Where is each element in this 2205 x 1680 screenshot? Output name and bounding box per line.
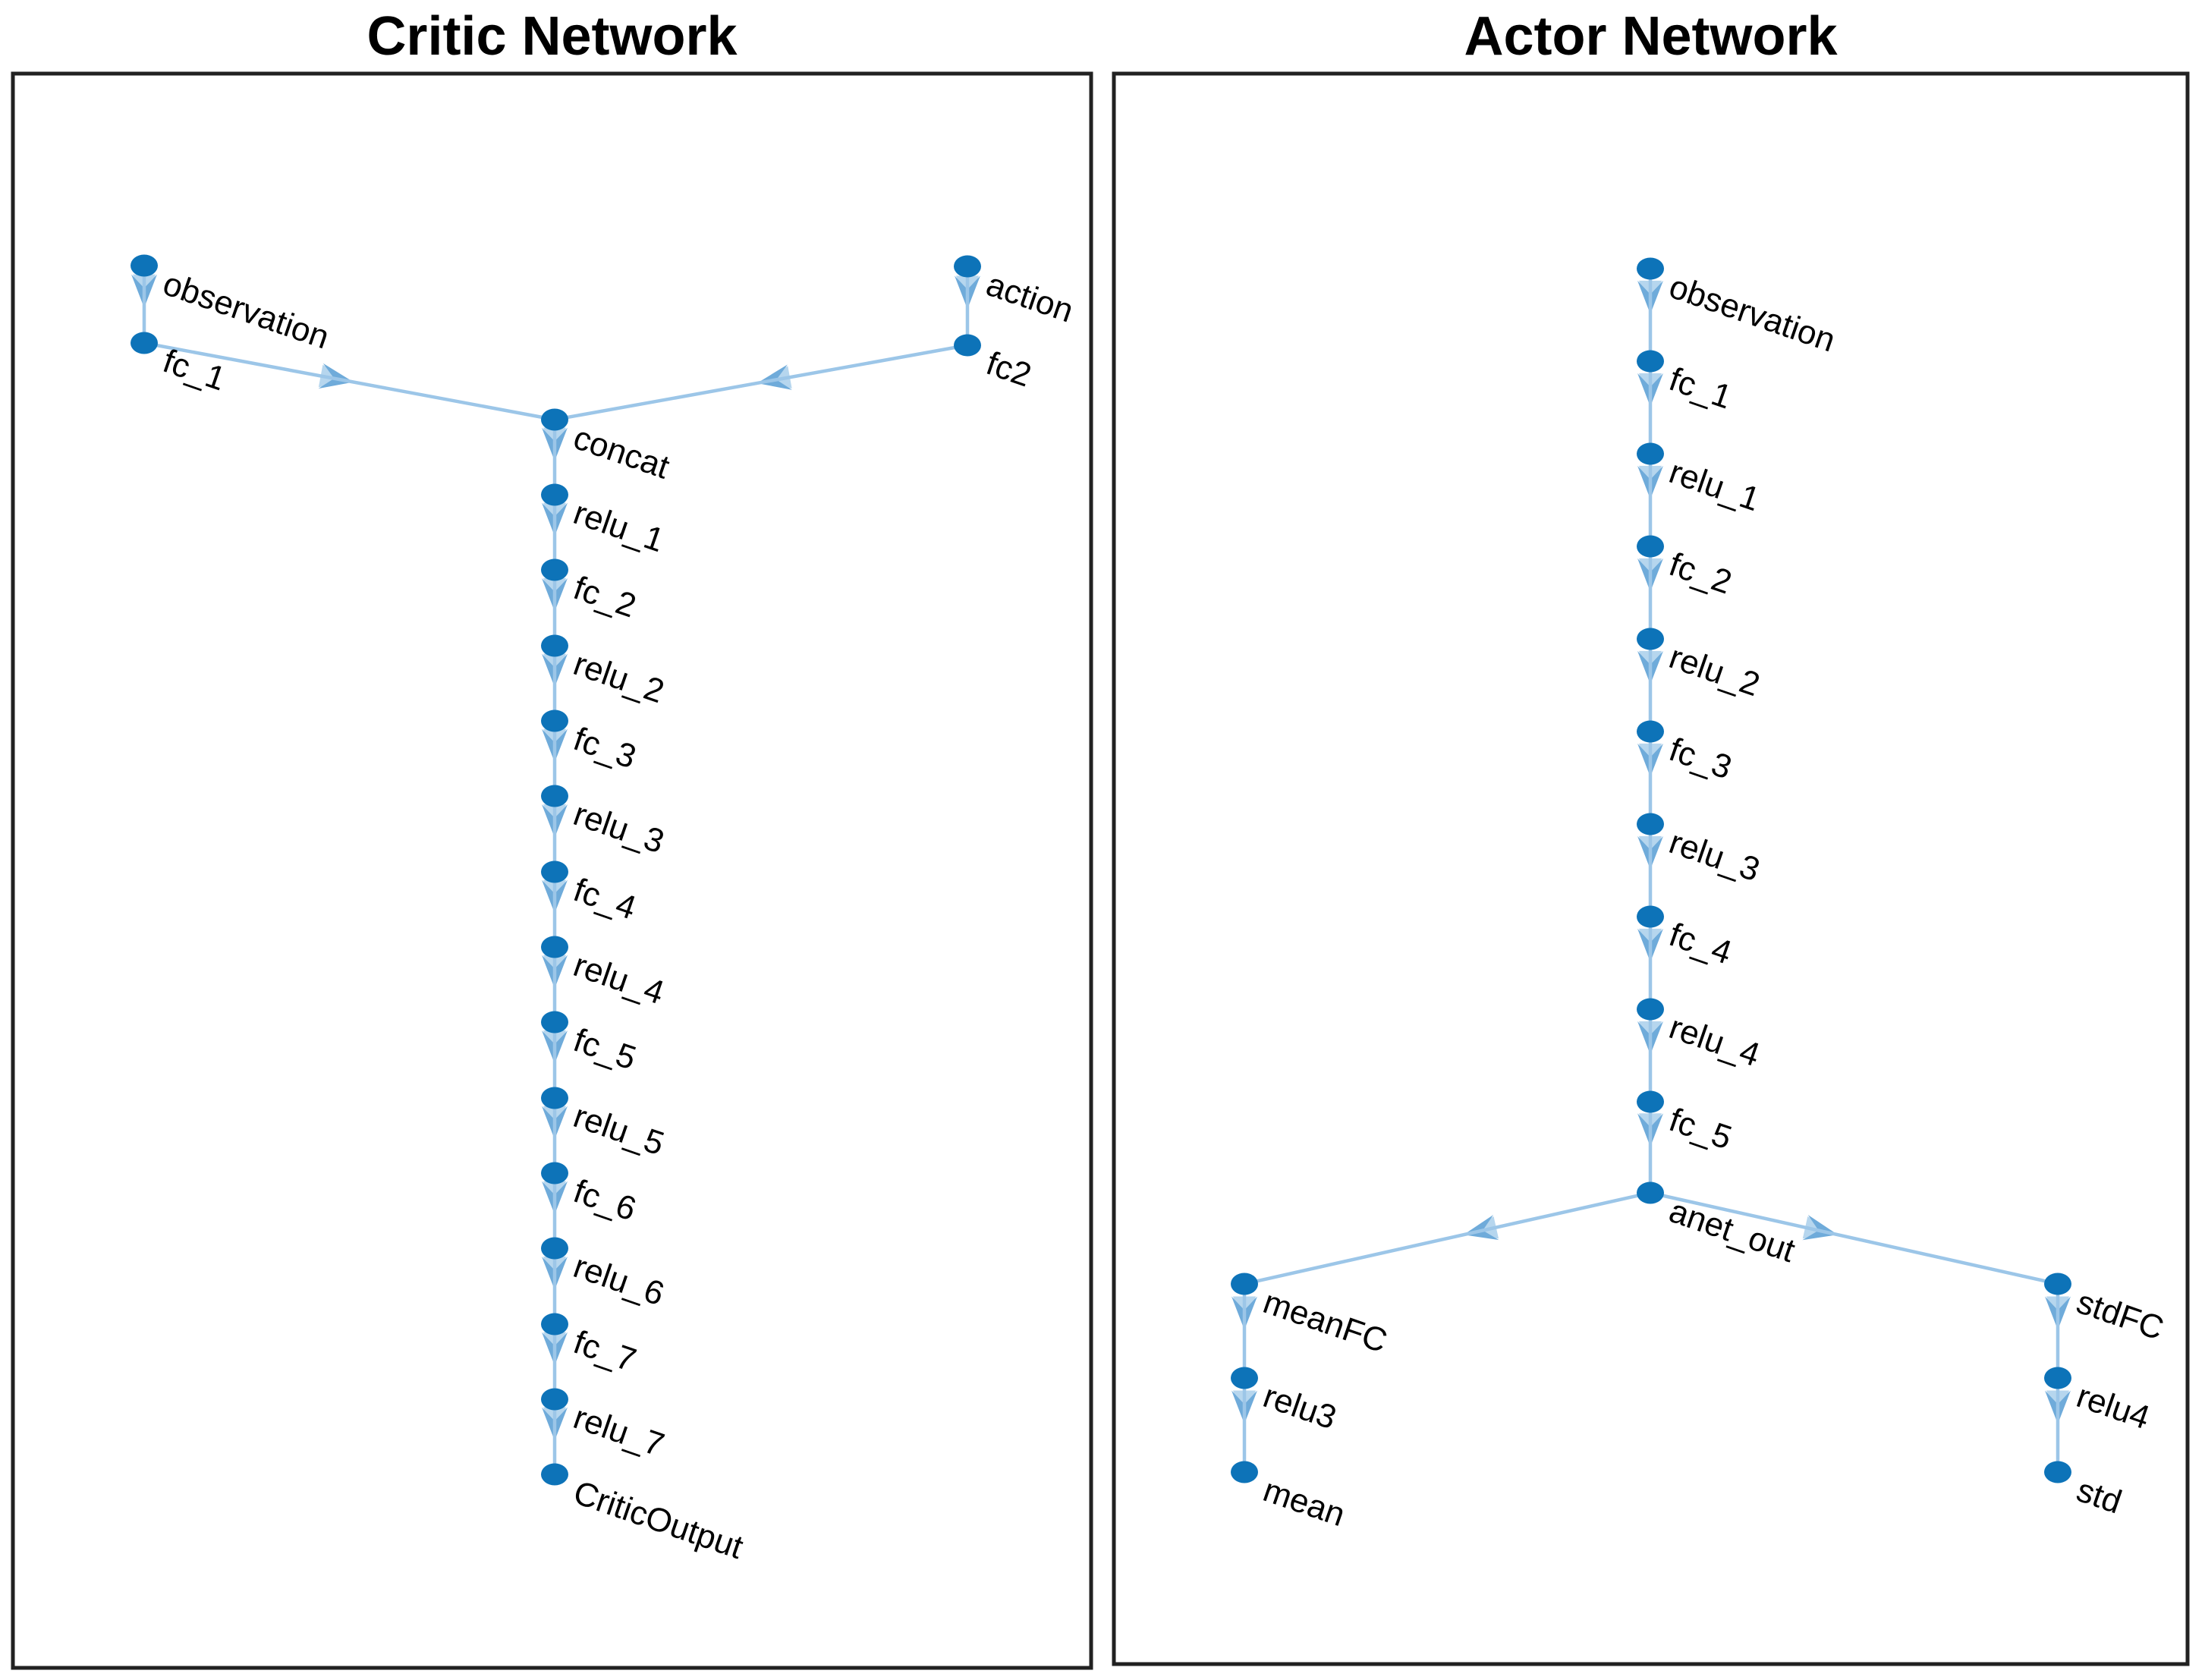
node-relu_7 bbox=[541, 1388, 568, 1411]
node-label-relu_1: relu_1 bbox=[1665, 453, 1765, 518]
node-label-relu_4: relu_4 bbox=[1665, 1008, 1765, 1074]
edge-fc_1-concat bbox=[143, 341, 555, 422]
edge-anet_out-stdFC bbox=[1650, 1191, 2059, 1286]
node-label-fc_3: fc_3 bbox=[1665, 731, 1737, 786]
node-label-relu_5: relu_5 bbox=[569, 1097, 669, 1162]
node-relu_3 bbox=[541, 785, 568, 807]
node-label-stdFC: stdFC bbox=[2072, 1283, 2169, 1348]
node-relu_2 bbox=[541, 634, 568, 657]
node-fc2 bbox=[954, 334, 981, 357]
critic-panel-box bbox=[11, 71, 1093, 1670]
node-relu_1 bbox=[541, 483, 568, 506]
node-relu3 bbox=[1231, 1367, 1258, 1389]
node-relu_4 bbox=[1637, 998, 1664, 1021]
node-relu_4 bbox=[541, 936, 568, 958]
node-fc_1 bbox=[1637, 350, 1664, 373]
critic-panel-title: Critic Network bbox=[366, 6, 738, 67]
edge-anet_out-meanFC bbox=[1244, 1191, 1651, 1286]
node-label-anet_out: anet_out bbox=[1665, 1192, 1800, 1269]
node-label-relu_6: relu_6 bbox=[569, 1247, 669, 1313]
node-fc_3 bbox=[541, 709, 568, 732]
node-label-fc_5: fc_5 bbox=[1665, 1101, 1737, 1156]
node-label-fc_1: fc_1 bbox=[159, 342, 231, 398]
node-fc_4 bbox=[1637, 905, 1664, 928]
node-label-meanFC: meanFC bbox=[1259, 1283, 1392, 1360]
node-anet_out bbox=[1637, 1181, 1664, 1204]
node-relu4 bbox=[2044, 1367, 2071, 1389]
actor-panel-box bbox=[1112, 71, 2190, 1666]
node-label-fc_7: fc_7 bbox=[569, 1323, 641, 1379]
node-label-relu_4: relu_4 bbox=[569, 946, 669, 1011]
node-label-action: action bbox=[982, 266, 1078, 330]
node-label-fc_2: fc_2 bbox=[569, 569, 641, 624]
node-label-fc_2: fc_2 bbox=[1665, 546, 1737, 601]
node-label-std: std bbox=[2072, 1471, 2126, 1521]
node-label-relu_2: relu_2 bbox=[569, 645, 669, 710]
node-fc_5 bbox=[541, 1011, 568, 1033]
node-relu_1 bbox=[1637, 442, 1664, 465]
node-label-relu4: relu4 bbox=[2072, 1377, 2154, 1436]
node-observation bbox=[1637, 257, 1664, 280]
node-fc_2 bbox=[1637, 535, 1664, 558]
node-fc_4 bbox=[541, 860, 568, 883]
node-fc_5 bbox=[1637, 1090, 1664, 1113]
node-label-relu_1: relu_1 bbox=[569, 494, 669, 559]
node-label-relu_3: relu_3 bbox=[1665, 823, 1765, 889]
node-relu_3 bbox=[1637, 813, 1664, 835]
node-action bbox=[954, 255, 981, 278]
node-label-relu3: relu3 bbox=[1259, 1377, 1341, 1436]
node-fc_1 bbox=[131, 332, 158, 354]
node-label-relu_2: relu_2 bbox=[1665, 638, 1765, 703]
edge-fc2-concat bbox=[554, 343, 968, 422]
node-fc_3 bbox=[1637, 720, 1664, 743]
node-label-CriticOutput: CriticOutput bbox=[569, 1474, 748, 1566]
node-label-relu_3: relu_3 bbox=[569, 795, 669, 860]
actor-panel-title: Actor Network bbox=[1464, 6, 1838, 67]
node-mean bbox=[1231, 1461, 1258, 1483]
node-label-relu_7: relu_7 bbox=[569, 1398, 669, 1464]
node-concat bbox=[541, 408, 568, 431]
node-label-fc_5: fc_5 bbox=[569, 1021, 641, 1077]
node-label-fc_6: fc_6 bbox=[569, 1172, 641, 1228]
node-observation bbox=[131, 254, 158, 277]
node-CriticOutput bbox=[541, 1463, 568, 1486]
node-relu_5 bbox=[541, 1087, 568, 1109]
node-relu_2 bbox=[1637, 628, 1664, 650]
node-label-fc_4: fc_4 bbox=[1665, 916, 1737, 971]
node-label-observation: observation bbox=[1665, 268, 1840, 359]
node-label-fc_1: fc_1 bbox=[1665, 360, 1737, 416]
node-fc_7 bbox=[541, 1313, 568, 1336]
node-std bbox=[2044, 1461, 2071, 1483]
node-meanFC bbox=[1231, 1273, 1258, 1295]
node-label-fc_3: fc_3 bbox=[569, 720, 641, 776]
node-label-mean: mean bbox=[1259, 1471, 1350, 1534]
node-fc_2 bbox=[541, 558, 568, 581]
node-label-fc_4: fc_4 bbox=[569, 871, 641, 927]
node-stdFC bbox=[2044, 1273, 2071, 1295]
node-relu_6 bbox=[541, 1237, 568, 1260]
node-label-concat: concat bbox=[569, 419, 675, 486]
node-label-fc2: fc2 bbox=[982, 344, 1036, 394]
node-fc_6 bbox=[541, 1162, 568, 1184]
node-label-observation: observation bbox=[159, 265, 334, 356]
